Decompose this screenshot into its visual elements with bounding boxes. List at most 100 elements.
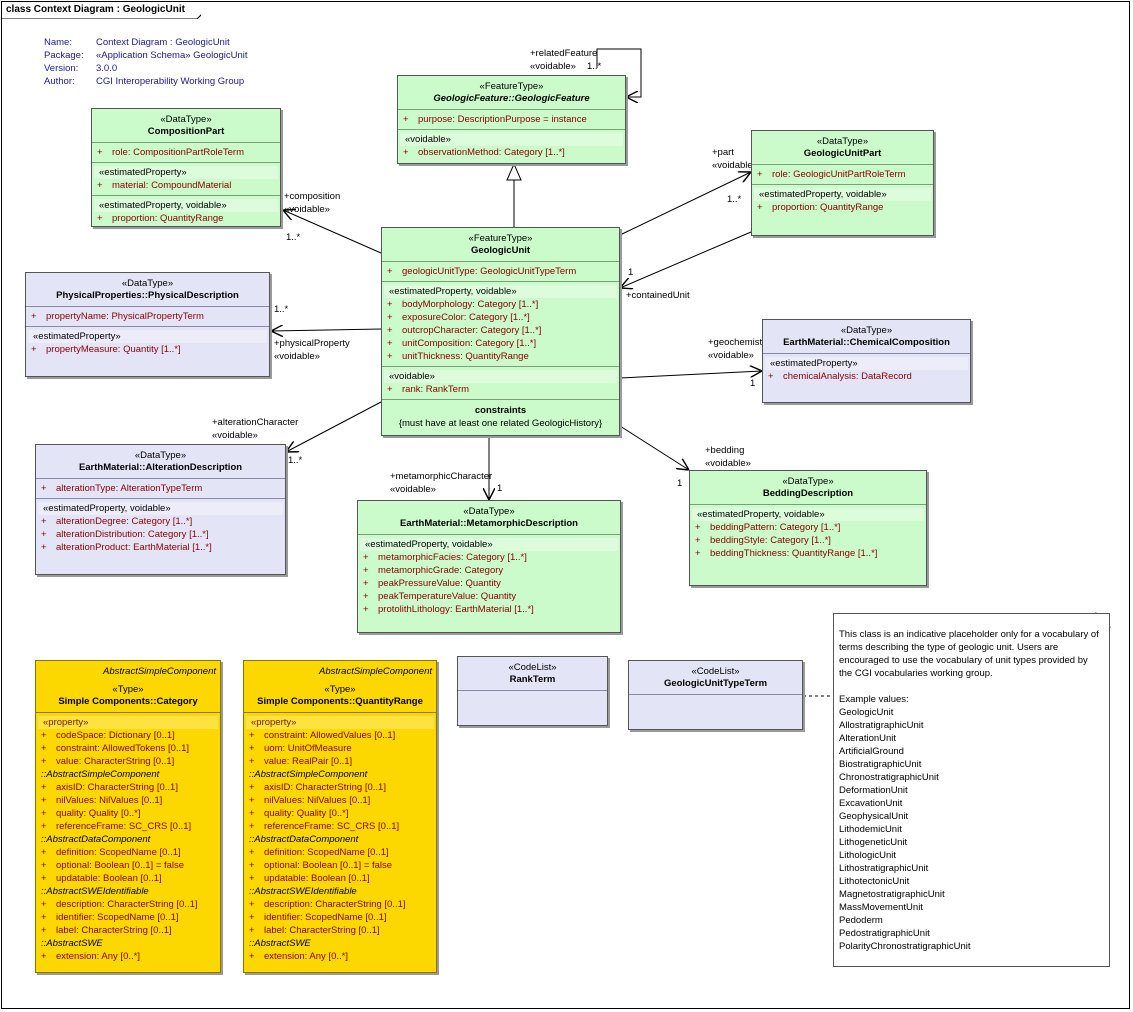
attribute-section: «voidable»+rank: RankTerm	[382, 366, 619, 399]
attribute: +uom: UnitOfMeasure	[244, 742, 436, 755]
attribute-text: extension: Any [0..*]	[56, 951, 140, 962]
attribute: + description: CharacterString [0..1]	[244, 898, 436, 911]
metadata-row: Author:CGI Interoperability Working Grou…	[44, 75, 248, 88]
section-stereotype: «estimatedProperty»	[28, 330, 267, 343]
class-rank-term[interactable]: «CodeList»RankTerm	[457, 656, 608, 726]
physical-role: +physicalProperty	[274, 338, 350, 349]
constraints-section: constraints{must have at least one relat…	[382, 399, 619, 434]
class-bedding-description[interactable]: «DataType»BeddingDescription«estimatedPr…	[689, 470, 927, 586]
class-physical-description[interactable]: «DataType»PhysicalProperties::PhysicalDe…	[25, 272, 270, 377]
attribute-text: exposureColor: Category [1..*]	[402, 312, 530, 323]
attribute-text: updatable: Boolean [0..1]	[56, 873, 162, 884]
bedding-multiplicity: 1	[677, 478, 683, 489]
attribute: +alterationDegree: Category [1..*]	[36, 515, 285, 528]
attribute: +nilValues: NilValues [0..1]	[36, 794, 220, 807]
section-stereotype: «estimatedProperty, voidable»	[754, 188, 931, 201]
class-chemical-composition[interactable]: «DataType»EarthMaterial::ChemicalComposi…	[762, 319, 971, 403]
class-header: «DataType»EarthMaterial::AlterationDescr…	[36, 445, 285, 478]
attribute-text: role: GeologicUnitPartRoleTerm	[772, 169, 906, 180]
part-role: +part	[712, 147, 734, 158]
class-quantity-range[interactable]: AbstractSimpleComponent«Type»Simple Comp…	[243, 660, 437, 973]
alteration-connector	[286, 402, 381, 452]
note-examples-title: Example values:	[839, 694, 909, 705]
attribute: +definition: ScopedName [0..1]	[36, 846, 220, 859]
visibility-marker: +	[695, 535, 701, 546]
attribute-text: alterationType: AlterationTypeTerm	[56, 483, 203, 494]
attribute: +unitComposition: Category [1..*]	[382, 337, 619, 350]
attribute-section: «property»+codeSpace: Dictionary [0..1]+…	[36, 712, 220, 966]
attribute: +observationMethod: Category [1..*]	[398, 146, 625, 159]
class-name: Simple Components::QuantityRange	[257, 696, 423, 707]
contained-unit-role: +containedUnit	[626, 290, 690, 301]
composition-role: +composition	[284, 191, 341, 202]
note-example-value: GeologicUnit	[839, 707, 894, 718]
physical-property-connector	[271, 329, 383, 331]
class-geologic-unit[interactable]: «FeatureType»GeologicUnit+geologicUnitTy…	[381, 227, 620, 436]
visibility-marker: +	[387, 299, 393, 310]
note-example-value: GeophysicalUnit	[839, 811, 909, 822]
attribute: +beddingThickness: QuantityRange [1..*]	[690, 547, 926, 560]
class-alteration-description[interactable]: «DataType»EarthMaterial::AlterationDescr…	[35, 444, 286, 575]
visibility-marker: +	[249, 899, 255, 910]
class-name: BeddingDescription	[762, 488, 854, 499]
note-example-value: PolarityChronostratigraphicUnit	[839, 941, 971, 952]
section-stereotype: «estimatedProperty, voidable»	[94, 199, 278, 212]
attribute-text: value: CharacterString [0..1]	[56, 756, 175, 767]
class-geologic-unit-part[interactable]: «DataType»GeologicUnitPart+role: Geologi…	[751, 130, 934, 236]
metadata-row: Name:Context Diagram : GeologicUnit	[44, 36, 248, 49]
class-header: «CodeList»RankTerm	[458, 657, 607, 690]
attribute-text: referenceFrame: SC_CRS [0..1]	[264, 821, 400, 832]
section-stereotype: «estimatedProperty, voidable»	[692, 508, 924, 521]
attribute-section: «estimatedProperty, voidable»+beddingPat…	[690, 504, 926, 563]
attribute-text: axisID: CharacterString [0..1]	[56, 782, 178, 793]
class-geologic-feature[interactable]: «FeatureType»GeologicFeature::GeologicFe…	[397, 75, 626, 164]
note-example-value: ChronostratigraphicUnit	[839, 772, 939, 783]
note-example-value: LithotectonicUnit	[839, 876, 910, 887]
inherited-from: ::AbstractDataComponent	[41, 834, 151, 845]
geochemistry-multiplicity: 1	[750, 378, 756, 389]
class-category[interactable]: AbstractSimpleComponent«Type»Simple Comp…	[35, 660, 221, 973]
visibility-marker: +	[249, 847, 255, 858]
constraint: {must have at least one related Geologic…	[398, 418, 603, 429]
class-name: EarthMaterial::MetamorphicDescription	[400, 518, 578, 529]
note-example-value: LithogeneticUnit	[839, 837, 908, 848]
attribute: +propertyMeasure: Quantity [1..*]	[26, 343, 269, 356]
metadata-value: «Application Schema» GeologicUnit	[96, 50, 248, 61]
class-metamorphic-description[interactable]: «DataType»EarthMaterial::MetamorphicDesc…	[357, 500, 621, 633]
class-geologic-unit-type-term[interactable]: «CodeList»GeologicUnitTypeTerm	[628, 660, 803, 730]
attribute-text: axisID: CharacterString [0..1]	[264, 782, 386, 793]
class-name: GeologicUnit	[470, 245, 531, 256]
visibility-marker: +	[249, 756, 255, 767]
class-composition-part[interactable]: «DataType»CompositionPart +role: Composit…	[91, 108, 281, 227]
attribute: +alterationProduct: EarthMaterial [1..*]	[36, 541, 285, 554]
attribute: +extension: Any [0..*]	[36, 950, 220, 963]
visibility-marker: +	[249, 808, 255, 819]
visibility-marker: +	[97, 147, 103, 158]
attribute: +role: CompositionPartRoleTerm	[92, 146, 280, 159]
attribute: +metamorphicFacies: Category [1..*]	[358, 551, 620, 564]
class-header: «DataType»CompositionPart	[92, 109, 280, 142]
attribute-text: codeSpace: Dictionary [0..1]	[56, 730, 175, 741]
geochemistry-voidable: «voidable»	[708, 350, 754, 361]
stereotype: «FeatureType»	[468, 233, 533, 244]
metamorphic-voidable: «voidable»	[390, 484, 436, 495]
attribute-section-empty	[458, 690, 607, 697]
note-example-value: AlterationUnit	[839, 733, 897, 744]
attribute: +material: CompoundMaterial	[92, 179, 280, 192]
note-example-value: MassMovementUnit	[839, 902, 923, 913]
visibility-marker: +	[387, 384, 393, 395]
attribute: +beddingStyle: Category [1..*]	[690, 534, 926, 547]
attribute-text: unitComposition: Category [1..*]	[402, 338, 537, 349]
attribute: +beddingPattern: Category [1..*]	[690, 521, 926, 534]
note-example-value: BiostratigraphicUnit	[839, 759, 922, 770]
attribute: +updatable: Boolean [0..1]	[244, 872, 436, 885]
attribute-text: beddingPattern: Category [1..*]	[710, 522, 841, 533]
attribute-text: constraint: AllowedValues [0..1]	[264, 730, 396, 741]
attribute-text: propertyName: PhysicalPropertyTerm	[46, 311, 204, 322]
attribute-text: description: CharacterString [0..1]	[264, 899, 406, 910]
section-stereotype: «voidable»	[384, 370, 617, 383]
visibility-marker: +	[363, 565, 369, 576]
metadata-key: Author:	[44, 76, 75, 87]
class-name: Simple Components::Category	[58, 696, 198, 707]
